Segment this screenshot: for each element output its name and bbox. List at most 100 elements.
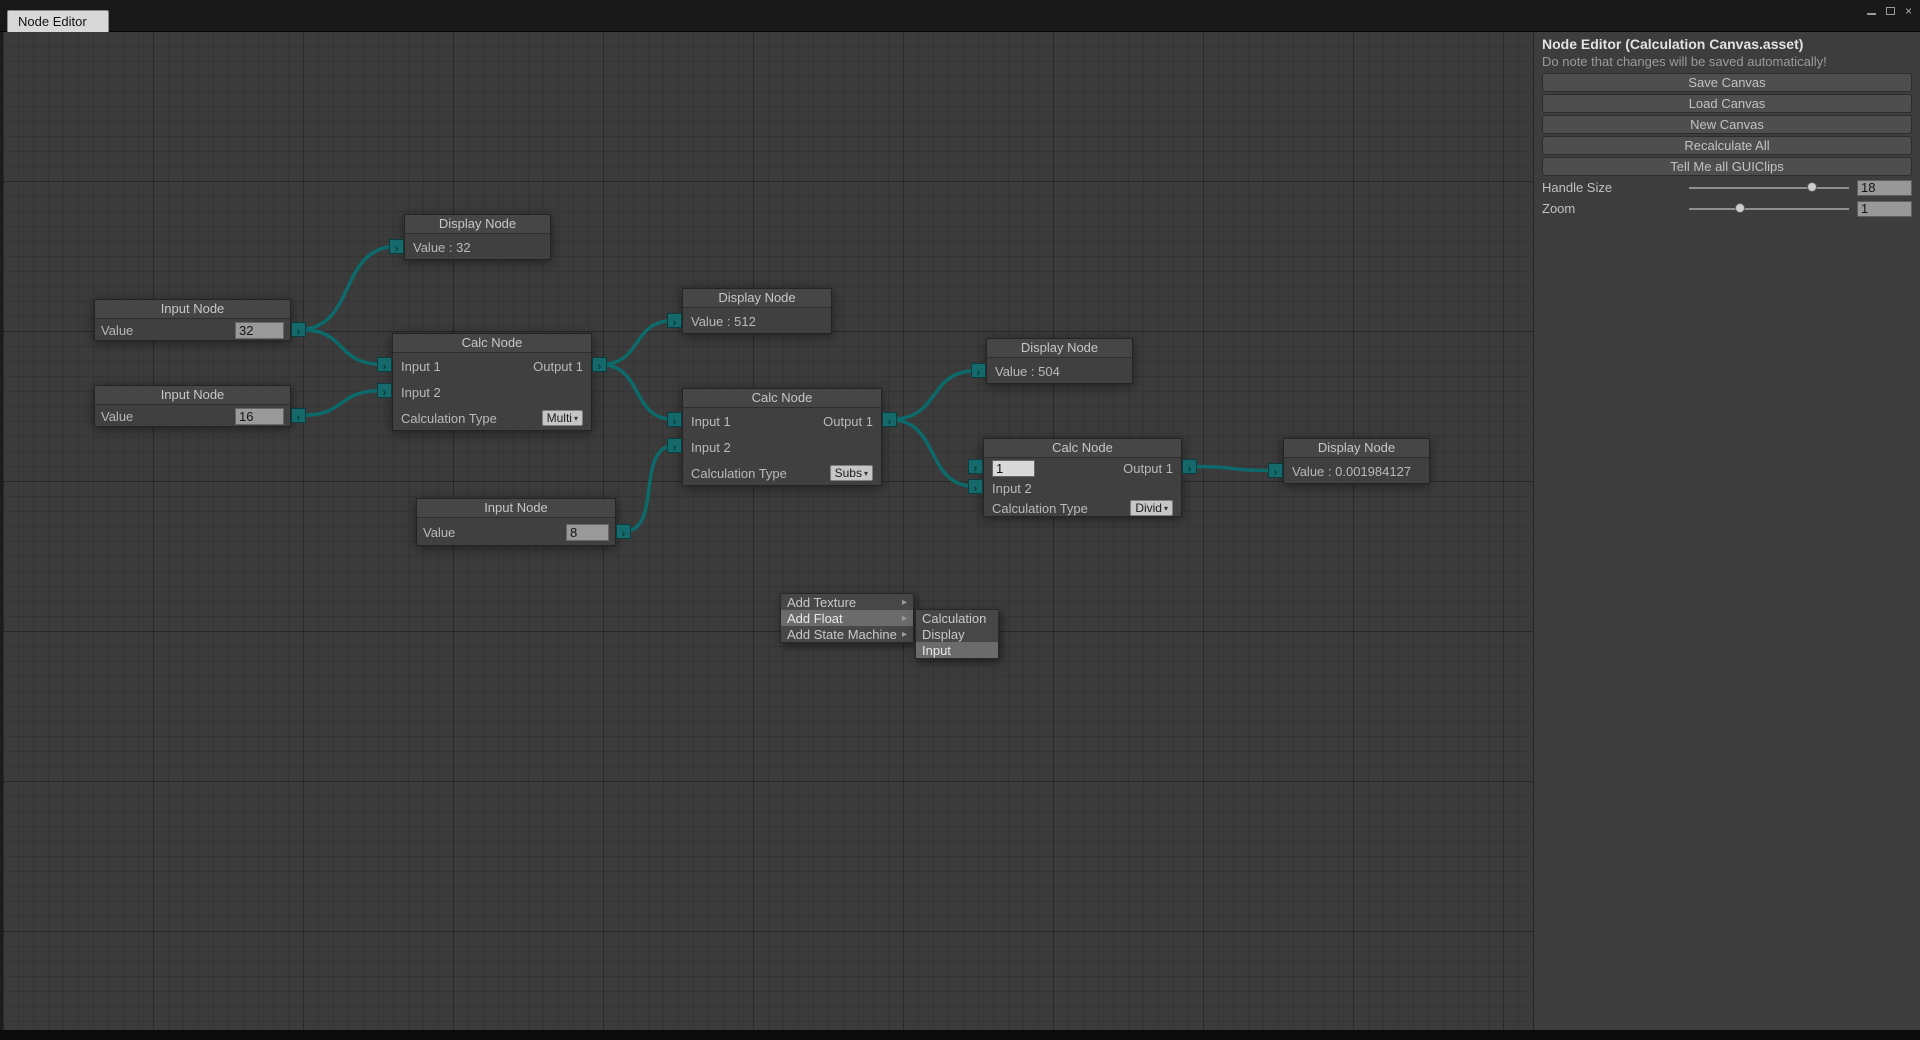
context-menu: Add Texture ▸ Add Float ▸ Add State Mach…	[780, 593, 914, 643]
handle-size-field[interactable]	[1857, 179, 1912, 196]
node-calc-3[interactable]: Calc Node Output 1 Input 2 Calculation T…	[968, 438, 1197, 517]
zoom-slider[interactable]	[1687, 199, 1851, 218]
slider-track	[1689, 208, 1849, 210]
node-display-4[interactable]: Display Node Value : 0.001984127 ›	[1268, 438, 1430, 484]
value-label: Value	[101, 409, 134, 424]
input1-pin[interactable]: ›	[968, 459, 983, 475]
input2-pin[interactable]: ›	[968, 479, 983, 495]
save-canvas-button[interactable]: Save Canvas	[1542, 73, 1912, 92]
node-input-1[interactable]: Input Node Value ›	[94, 299, 306, 341]
recalculate-all-button[interactable]: Recalculate All	[1542, 136, 1912, 155]
input-pin[interactable]: ›	[971, 363, 986, 379]
pin-arrow-icon: ›	[672, 416, 677, 428]
tell-me-all-guiclips-button[interactable]: Tell Me all GUIClips	[1542, 157, 1912, 176]
input-pin[interactable]: ›	[667, 313, 682, 329]
value-field[interactable]	[566, 523, 609, 541]
node-title[interactable]: Input Node	[95, 300, 290, 319]
output-pin[interactable]: ›	[882, 412, 897, 428]
input2-label: Input 2	[691, 439, 731, 455]
connection-edge[interactable]	[599, 318, 675, 367]
connection-edge[interactable]	[889, 368, 979, 422]
handle-size-slider-thumb[interactable]	[1806, 182, 1817, 192]
pin-arrow-icon: ›	[382, 361, 387, 373]
input1-pin[interactable]: ›	[667, 412, 682, 428]
output-pin[interactable]: ›	[291, 408, 306, 424]
pin-arrow-icon: ›	[296, 326, 301, 338]
input-pin[interactable]: ›	[389, 239, 404, 255]
handle-size-label: Handle Size	[1542, 180, 1613, 195]
connection-edge[interactable]	[599, 362, 675, 422]
value-field[interactable]	[235, 322, 284, 339]
node-input-3[interactable]: Input Node Value ›	[416, 498, 631, 546]
window-border-bottom	[0, 1030, 1920, 1040]
pin-arrow-icon: ›	[597, 361, 602, 373]
load-canvas-button[interactable]: Load Canvas	[1542, 94, 1912, 113]
node-title[interactable]: Display Node	[683, 289, 831, 308]
connection-edge[interactable]	[1189, 464, 1276, 473]
input1-label: Input 1	[401, 358, 441, 374]
close-icon[interactable]: ×	[1904, 4, 1912, 18]
output-pin[interactable]: ›	[291, 322, 306, 338]
new-canvas-button[interactable]: New Canvas	[1542, 115, 1912, 134]
connections-layer	[298, 244, 1276, 534]
context-submenu: Calculation Display Input	[915, 609, 999, 659]
submenu-item-display[interactable]: Display	[922, 626, 965, 642]
node-title[interactable]: Calc Node	[683, 389, 881, 408]
value-field[interactable]	[235, 408, 284, 425]
pin-arrow-icon: ›	[1187, 463, 1192, 475]
calc-type-dropdown[interactable]: Divid▾	[1130, 500, 1173, 516]
pin-arrow-icon: ›	[672, 442, 677, 454]
node-title[interactable]: Display Node	[405, 215, 550, 234]
connection-edge[interactable]	[623, 443, 675, 534]
node-calc-1[interactable]: Calc Node Input 1 Output 1 Input 2 Calcu…	[377, 333, 607, 431]
node-canvas[interactable]: Input Node Value › Input Node Value › In…	[3, 31, 1533, 1030]
zoom-slider-thumb[interactable]	[1734, 203, 1745, 213]
node-calc-2[interactable]: Calc Node Input 1 Output 1 Input 2 Calcu…	[667, 388, 897, 486]
input1-label: Input 1	[691, 413, 731, 429]
node-title[interactable]: Display Node	[1284, 439, 1429, 458]
display-value: Value : 512	[691, 314, 756, 329]
restore-icon[interactable]	[1885, 7, 1895, 15]
node-title[interactable]: Input Node	[95, 386, 290, 405]
node-title[interactable]: Calc Node	[984, 439, 1181, 458]
zoom-label: Zoom	[1542, 201, 1576, 216]
input2-pin[interactable]: ›	[667, 438, 682, 454]
zoom-field[interactable]	[1857, 200, 1912, 217]
minimize-icon[interactable]	[1866, 13, 1876, 15]
submenu-item-calculation[interactable]: Calculation	[922, 610, 987, 626]
window-tab[interactable]: Node Editor	[7, 10, 109, 32]
menu-item-add-state-machine[interactable]: Add State Machine ▸	[787, 626, 907, 642]
submenu-item-input[interactable]: Input	[916, 642, 998, 658]
input1-value-field[interactable]	[992, 459, 1035, 477]
menu-item-add-texture[interactable]: Add Texture ▸	[787, 594, 907, 610]
display-value: Value : 0.001984127	[1292, 464, 1412, 479]
connection-edge[interactable]	[889, 417, 976, 489]
output-pin[interactable]: ›	[616, 524, 631, 540]
input2-pin[interactable]: ›	[377, 383, 392, 399]
output-pin[interactable]: ›	[1182, 459, 1197, 475]
node-title[interactable]: Input Node	[417, 499, 615, 518]
node-display-2[interactable]: Display Node Value : 512 ›	[667, 288, 832, 334]
handle-size-slider[interactable]	[1687, 178, 1851, 197]
input-pin[interactable]: ›	[1268, 463, 1283, 479]
submenu-arrow-icon: ▸	[901, 628, 907, 640]
node-title[interactable]: Calc Node	[393, 334, 591, 353]
calc-type-dropdown[interactable]: Multi▾	[541, 410, 583, 426]
input1-pin[interactable]: ›	[377, 357, 392, 373]
node-display-1[interactable]: Display Node Value : 32 ›	[389, 214, 551, 260]
node-title[interactable]: Display Node	[987, 339, 1132, 358]
node-input-2[interactable]: Input Node Value ›	[94, 385, 306, 427]
display-value: Value : 32	[413, 240, 471, 255]
connection-edge[interactable]	[298, 388, 385, 418]
submenu-arrow-icon: ▸	[901, 596, 907, 608]
slider-track	[1689, 187, 1849, 189]
connection-edge[interactable]	[298, 244, 397, 332]
calc-type-dropdown[interactable]: Subs▾	[829, 465, 873, 481]
menu-item-add-float[interactable]: Add Float ▸	[781, 610, 913, 626]
node-display-3[interactable]: Display Node Value : 504 ›	[971, 338, 1133, 384]
window-border	[0, 31, 3, 1030]
connection-edge[interactable]	[298, 327, 385, 367]
chevron-down-icon: ▾	[573, 413, 578, 423]
output-pin[interactable]: ›	[592, 357, 607, 373]
output1-label: Output 1	[1123, 460, 1173, 476]
